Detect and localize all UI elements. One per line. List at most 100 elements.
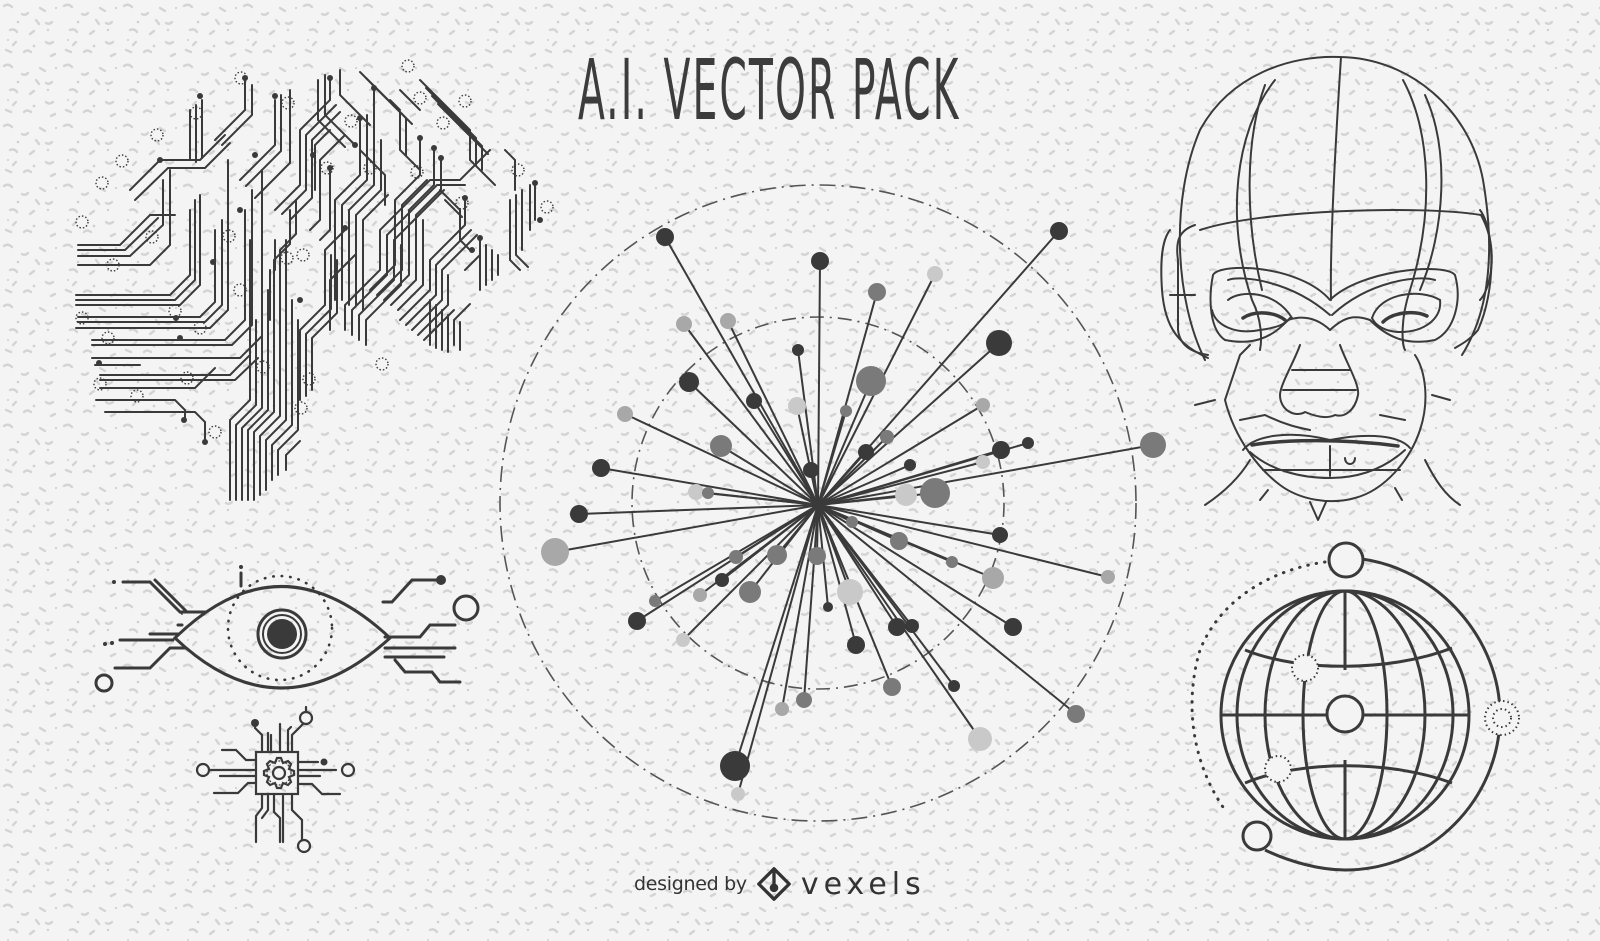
starburst-spoke [817, 461, 984, 506]
starburst-spoke [683, 323, 819, 506]
starburst-spoke [817, 504, 955, 687]
starburst-node [1004, 618, 1022, 636]
starburst-node [920, 478, 950, 508]
page-title: A.I. VECTOR PACK [578, 40, 1078, 140]
starburst-spoke [817, 504, 1001, 536]
robot-face-illustration [1160, 55, 1493, 521]
starburst-spoke [727, 320, 819, 506]
starburst-node [710, 435, 732, 457]
starburst-spoke [817, 380, 872, 506]
starburst-node [592, 459, 610, 477]
starburst-spoke [817, 504, 857, 646]
starburst-node [767, 545, 787, 565]
starburst-spoke [803, 504, 819, 701]
starburst-node [868, 283, 886, 301]
starburst-node [976, 455, 990, 469]
starburst-spoke [797, 349, 819, 506]
network-starburst-illustration [499, 184, 1166, 822]
starburst-node [1140, 432, 1166, 458]
cyber-eye-illustration [113, 571, 462, 690]
starburst-node [808, 547, 826, 565]
starburst-spoke [817, 494, 907, 506]
orbit-globe-illustration [1190, 557, 1502, 872]
starburst-spoke [737, 504, 819, 795]
starburst-node [982, 567, 1004, 589]
starburst-spoke [817, 342, 1000, 506]
starburst-node [927, 266, 943, 282]
starburst-node [688, 484, 704, 500]
starburst-spoke [720, 445, 819, 506]
starburst-node [617, 406, 633, 422]
circuit-brain-nodes [96, 75, 543, 445]
starburst-hub [814, 501, 822, 509]
starburst-node [946, 556, 958, 568]
starburst-node [775, 702, 789, 716]
starburst-node [880, 430, 894, 444]
orbit-globe-satellites [1241, 541, 1520, 852]
starburst-spoke [817, 504, 1077, 715]
starburst-node [837, 579, 863, 605]
circuit-brain-pads [75, 59, 554, 439]
vexels-diamond-logo-icon [756, 867, 791, 901]
starburst-spoke [600, 467, 819, 506]
starburst-node [649, 595, 661, 607]
starburst-node [720, 751, 750, 781]
starburst-node [679, 372, 699, 392]
cpu-chip-illustration [208, 705, 342, 844]
starburst-node [1050, 222, 1068, 240]
cyber-eye-terminals [94, 565, 480, 693]
starburst-node [1101, 570, 1115, 584]
starburst-spoke [682, 504, 819, 641]
starburst-node [976, 398, 990, 412]
starburst-spoke [707, 492, 819, 506]
starburst-node [746, 393, 762, 409]
starburst-node [720, 313, 736, 329]
title-text: A.I. VECTOR PACK [578, 41, 961, 139]
starburst-node [858, 444, 874, 460]
starburst-spoke [734, 504, 819, 767]
starburst-spoke [817, 504, 1109, 578]
cpu-chip-terminals [195, 710, 356, 854]
starburst-node [715, 573, 729, 587]
circuit-brain-illustration [75, 69, 536, 501]
starburst-spoke [664, 236, 819, 506]
starburst-spoke [554, 504, 819, 553]
starburst-nodes [541, 222, 1166, 801]
starburst-spoke [817, 444, 1154, 506]
starburst-node [904, 459, 916, 471]
starburst-node [811, 252, 829, 270]
designer-credit: designed by vexels [634, 862, 926, 906]
starburst-spoke [753, 400, 819, 506]
starburst-node [702, 487, 714, 499]
starburst-node [905, 619, 919, 633]
starburst-node [1067, 705, 1085, 723]
starburst-node [992, 527, 1008, 543]
starburst-node [796, 692, 812, 708]
starburst-node [992, 441, 1010, 459]
starburst-node [986, 330, 1012, 356]
starburst-node [856, 366, 886, 396]
starburst-node [948, 680, 960, 692]
starburst-node [823, 602, 833, 612]
starburst-spoke [781, 504, 819, 710]
starburst-spoke [817, 260, 821, 506]
credit-brand: vexels [800, 866, 926, 902]
starburst-node [628, 612, 646, 630]
starburst-node [729, 550, 743, 564]
starburst-node [840, 405, 852, 417]
starburst-spoke [688, 381, 819, 506]
starburst-node [788, 397, 806, 415]
starburst-node [890, 532, 908, 550]
starburst-node [541, 538, 569, 566]
starburst-node [739, 581, 761, 603]
starburst-spoke [624, 413, 819, 506]
starburst-node [883, 678, 901, 696]
starburst-node [846, 516, 858, 528]
starburst-node [693, 588, 707, 602]
starburst-node [968, 727, 992, 751]
starburst-spoke [817, 410, 847, 506]
starburst-node [1022, 437, 1034, 449]
starburst-node [731, 787, 745, 801]
starburst-node [676, 316, 692, 332]
